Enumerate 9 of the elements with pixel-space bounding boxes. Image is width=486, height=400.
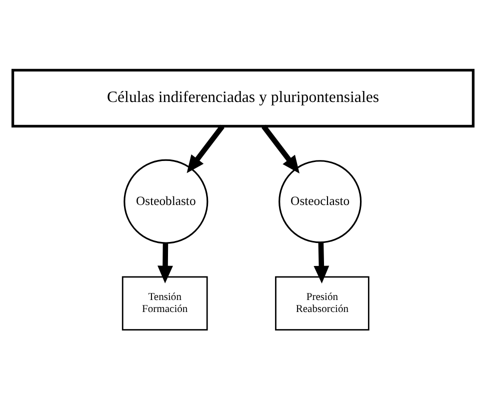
arrow [158,243,173,284]
node-box: Presión Reabsorción [275,276,370,330]
arrow [314,242,330,284]
node-circle: Osteoblasto [124,159,208,244]
node-box: Células indiferenciadas y pluripontensiales [11,68,475,128]
node-circle: Osteoclasto [278,160,362,244]
arrow [186,124,224,174]
arrow [262,124,300,174]
node-box: Tensión Formación [122,276,208,330]
